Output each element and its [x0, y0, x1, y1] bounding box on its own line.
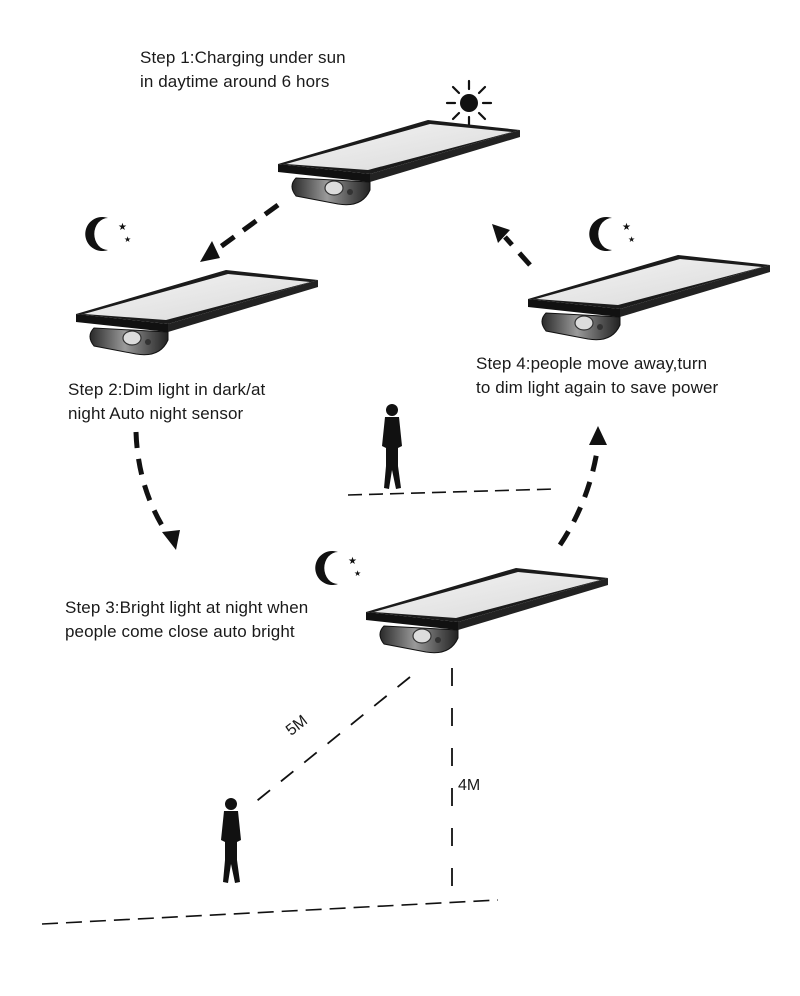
arrow-step3-to-step4 — [557, 444, 601, 547]
svg-text:★: ★ — [354, 569, 361, 578]
arrowhead — [162, 530, 180, 550]
arrowhead — [589, 426, 607, 445]
step3-line2: people come close auto bright — [65, 622, 295, 641]
crescent-moon-stars-icon: ★ ★ — [315, 551, 361, 585]
step4-label: Step 4:people move away,turn to dim ligh… — [476, 352, 718, 400]
step2-line1: Step 2:Dim light in dark/at — [68, 380, 266, 399]
ground-line-center — [347, 488, 556, 496]
step1-line2: in daytime around 6 hors — [140, 72, 330, 91]
height-label-4m: 4M — [458, 777, 481, 794]
lamp-step3 — [365, 567, 609, 654]
arrow-step4-to-step1 — [503, 235, 532, 267]
step3-label: Step 3:Bright light at night when people… — [65, 596, 308, 644]
crescent-moon-stars-icon: ★ ★ — [589, 217, 635, 251]
arrowhead — [200, 241, 220, 262]
svg-text:★: ★ — [124, 235, 131, 244]
lamp-step4 — [527, 254, 771, 341]
svg-text:★: ★ — [348, 556, 357, 567]
walking-person-icon — [382, 404, 402, 489]
step4-line1: Step 4:people move away,turn — [476, 354, 708, 373]
lamp-step2 — [75, 269, 319, 356]
distance-line-5m — [247, 676, 411, 809]
arrow-step2-to-step3 — [133, 431, 171, 537]
sun-icon — [445, 79, 493, 127]
step1-label: Step 1:Charging under sun in daytime aro… — [140, 46, 346, 94]
step2-label: Step 2:Dim light in dark/at night Auto n… — [68, 378, 265, 426]
step3-line1: Step 3:Bright light at night when — [65, 598, 309, 617]
walking-person-icon — [221, 798, 241, 883]
arrow-step1-to-step2 — [210, 202, 280, 256]
svg-text:★: ★ — [118, 222, 127, 233]
arrowhead — [492, 224, 510, 243]
lamp-step1 — [277, 119, 521, 206]
crescent-moon-stars-icon: ★ ★ — [85, 217, 131, 251]
step4-line2: to dim light again to save power — [476, 378, 719, 397]
svg-text:★: ★ — [628, 235, 635, 244]
step2-line2: night Auto night sensor — [68, 404, 244, 423]
svg-text:★: ★ — [622, 222, 631, 233]
ground-line-bottom — [41, 899, 499, 925]
step1-line1: Step 1:Charging under sun — [140, 48, 346, 67]
